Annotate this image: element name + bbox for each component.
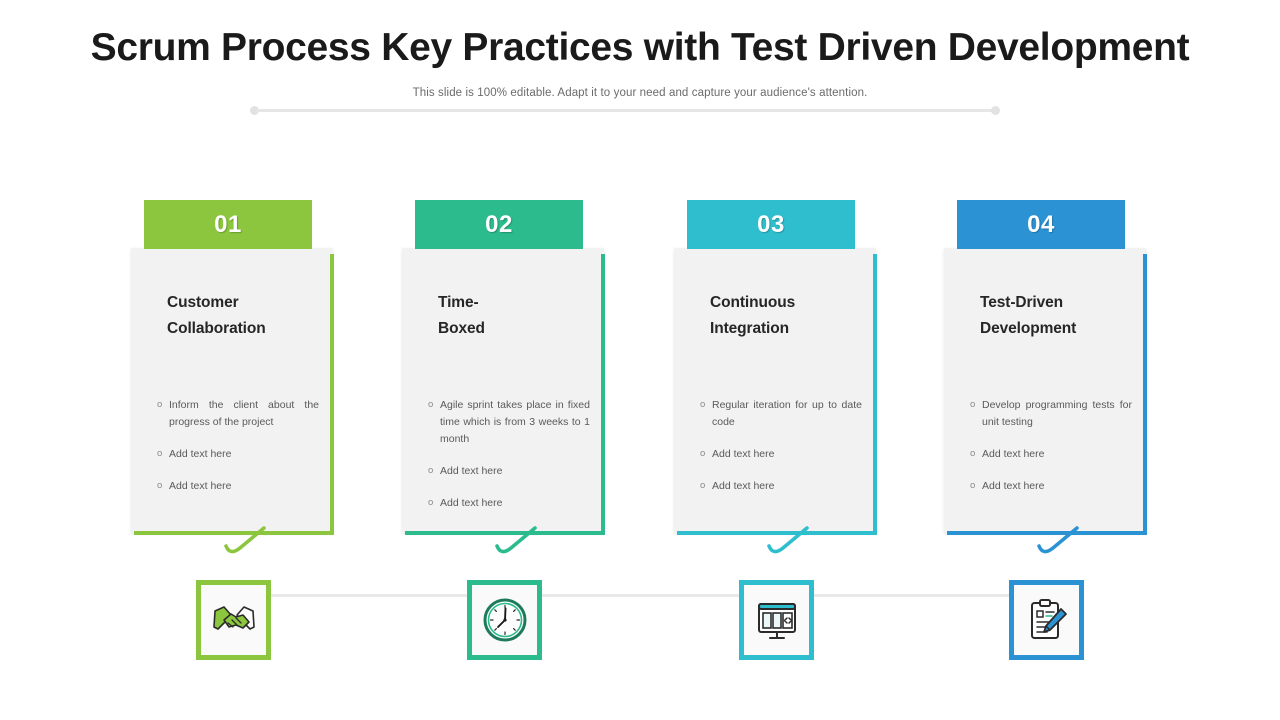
icon-box-01[interactable] bbox=[196, 580, 271, 660]
card-number-chip: 02 bbox=[415, 200, 583, 249]
card-title-line2: Integration bbox=[710, 319, 789, 337]
bullet-marker-icon: o bbox=[428, 465, 434, 477]
bullet-text: Inform the client about the progress of … bbox=[169, 399, 319, 429]
icon-connector-line bbox=[200, 594, 1080, 597]
list-item[interactable]: o Add text here bbox=[157, 446, 321, 463]
list-item[interactable]: o Regular iteration for up to date code bbox=[700, 397, 864, 431]
card-accent-bottom bbox=[405, 531, 605, 535]
list-item[interactable]: o Add text here bbox=[428, 463, 592, 480]
card-number-chip: 01 bbox=[144, 200, 312, 249]
icon-box-04[interactable] bbox=[1009, 580, 1084, 660]
bullet-text: Develop programming tests for unit testi… bbox=[982, 399, 1132, 429]
icon-box-03[interactable] bbox=[739, 580, 814, 660]
clipboard-pencil-icon bbox=[1023, 596, 1071, 644]
bullet-text: Add text here bbox=[169, 448, 232, 461]
clock-icon bbox=[481, 596, 529, 644]
bullet-marker-icon: o bbox=[700, 480, 706, 492]
card-number-chip: 03 bbox=[687, 200, 855, 249]
card-title-line1: Test-Driven bbox=[980, 294, 1064, 311]
bullet-marker-icon: o bbox=[428, 399, 434, 411]
header-divider bbox=[250, 106, 1000, 115]
card-panel: Time- Boxed o Agile sprint takes place in f… bbox=[402, 248, 604, 533]
card-pointer-tail bbox=[1019, 526, 1089, 558]
list-item[interactable]: o Add text here bbox=[970, 478, 1134, 495]
card-number: 02 bbox=[485, 210, 513, 238]
list-item[interactable]: o Add text here bbox=[700, 478, 864, 495]
card-number: 03 bbox=[757, 210, 785, 238]
page-subtitle: This slide is 100% editable. Adapt it to… bbox=[412, 87, 868, 99]
list-item[interactable]: o Add text here bbox=[700, 446, 864, 463]
bullet-marker-icon: o bbox=[157, 480, 163, 492]
list-item[interactable]: o Add text here bbox=[428, 495, 592, 512]
card-accent-right bbox=[601, 254, 605, 535]
divider-dot-left bbox=[250, 106, 259, 115]
bullet-text: Add text here bbox=[440, 497, 503, 510]
bullet-marker-icon: o bbox=[428, 497, 434, 509]
bullet-text: Agile sprint takes place in fixed time w… bbox=[440, 399, 590, 446]
card-number: 01 bbox=[214, 210, 242, 238]
bullet-marker-icon: o bbox=[970, 399, 976, 411]
card-number-chip: 04 bbox=[957, 200, 1125, 249]
icon-box-02[interactable] bbox=[467, 580, 542, 660]
list-item[interactable]: o Inform the client about the progress of… bbox=[157, 397, 321, 431]
icon-strip bbox=[0, 580, 1280, 665]
card-bullet-list: o Agile sprint takes place in fixed time … bbox=[428, 397, 592, 512]
bullet-marker-icon: o bbox=[700, 399, 706, 411]
bullet-text: Add text here bbox=[982, 448, 1045, 461]
card-title-line2: Development bbox=[980, 319, 1077, 337]
card-accent-right bbox=[330, 254, 334, 535]
list-item[interactable]: o Develop programming tests for unit test… bbox=[970, 397, 1134, 431]
card-title-line1: Customer bbox=[167, 294, 239, 311]
bullet-text: Regular iteration for up to date code bbox=[712, 399, 862, 429]
bullet-text: Add text here bbox=[712, 480, 775, 493]
bullet-text: Add text here bbox=[440, 465, 503, 478]
card-title-line1: Continuous bbox=[710, 294, 796, 311]
list-item[interactable]: o Add text here bbox=[970, 446, 1134, 463]
card-title-line1: Time- bbox=[438, 294, 479, 311]
card-accent-bottom bbox=[677, 531, 877, 535]
page-title: Scrum Process Key Practices with Test Dr… bbox=[90, 26, 1190, 69]
card-title-line2: Boxed bbox=[438, 319, 485, 337]
card-pointer-tail bbox=[749, 526, 819, 558]
divider-dot-right bbox=[991, 106, 1000, 115]
bullet-marker-icon: o bbox=[157, 448, 163, 460]
handshake-icon bbox=[210, 596, 258, 644]
list-item[interactable]: o Agile sprint takes place in fixed time … bbox=[428, 397, 592, 448]
list-item[interactable]: o Add text here bbox=[157, 478, 321, 495]
bullet-marker-icon: o bbox=[157, 399, 163, 411]
bullet-text: Add text here bbox=[982, 480, 1045, 493]
bullet-marker-icon: o bbox=[700, 448, 706, 460]
card-bullet-list: o Inform the client about the progress of… bbox=[157, 397, 321, 495]
card-pointer-tail bbox=[477, 526, 547, 558]
bullet-marker-icon: o bbox=[970, 480, 976, 492]
card-accent-bottom bbox=[134, 531, 334, 535]
card-title: Time- Boxed bbox=[438, 290, 604, 341]
bullet-text: Add text here bbox=[169, 480, 232, 493]
card-bullet-list: o Develop programming tests for unit test… bbox=[970, 397, 1134, 495]
code-monitor-icon bbox=[753, 596, 801, 644]
bullet-marker-icon: o bbox=[970, 448, 976, 460]
bullet-text: Add text here bbox=[712, 448, 775, 461]
card-number: 04 bbox=[1027, 210, 1055, 238]
card-pointer-tail bbox=[206, 526, 276, 558]
card-title-line2: Collaboration bbox=[167, 319, 266, 337]
card-accent-right bbox=[1143, 254, 1147, 535]
card-accent-bottom bbox=[947, 531, 1147, 535]
divider-bar bbox=[256, 108, 994, 112]
card-accent-right bbox=[873, 254, 877, 535]
